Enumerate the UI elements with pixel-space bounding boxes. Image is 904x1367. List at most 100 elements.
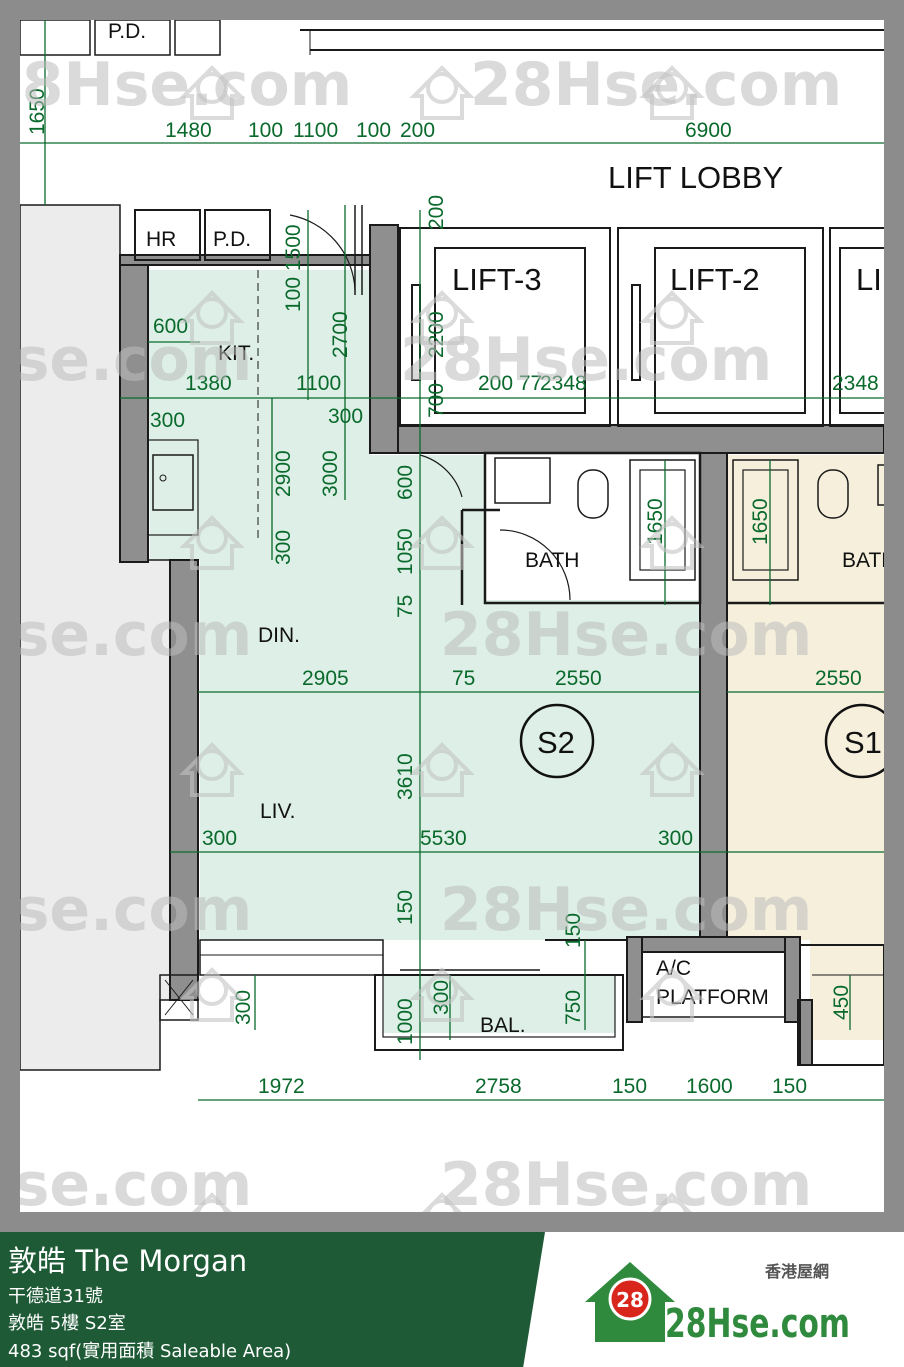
floor-plan: 1480 100 1100 100 200 6900 1650 600 1380… (20, 20, 884, 1212)
unit-s1-label: S1 (844, 725, 882, 760)
lift-2-shaft (617, 227, 824, 427)
balcony-label: BAL. (480, 1014, 526, 1037)
watermark: 28Hse.com (400, 325, 772, 395)
wall-party (699, 452, 728, 951)
neighbor-wc (817, 469, 849, 519)
bath-label: BATH (525, 549, 579, 572)
dim-3610: 3610 (394, 753, 417, 800)
watermark-house-icon (179, 515, 245, 570)
footer-info-panel: 敦皓 The Morgan 干德道31號 敦皓 5樓 S2室 483 sqf(實… (0, 1232, 545, 1367)
logo-subtitle: 香港屋網 (765, 1262, 830, 1281)
watermark-house-icon (409, 515, 475, 570)
watermark-house-icon (409, 290, 475, 345)
dim-2348b: 2348 (832, 372, 879, 395)
dim-bottom-1972: 1972 (258, 1075, 305, 1098)
watermark-layer: 28Hse.com 28Hse.com 28Hse.com 28Hse.com … (20, 50, 842, 1212)
dim-300r: 300 (658, 827, 693, 850)
dim-bottom-2758: 2758 (475, 1075, 522, 1098)
unit-s2-marker (519, 703, 595, 779)
dim-2550b: 2550 (815, 667, 862, 690)
watermark: 28Hse.com (440, 600, 812, 670)
watermark-house-icon (422, 1192, 462, 1212)
dim-450: 450 (830, 985, 853, 1020)
property-title: 敦皓 The Morgan (8, 1244, 248, 1278)
logo-badge-icon (608, 1277, 652, 1321)
lift-3-label: LIFT-3 (452, 262, 542, 297)
dim-2700: 2700 (329, 311, 352, 358)
neighbor-balcony (799, 944, 884, 1066)
dim-1650b: 1650 (749, 498, 772, 545)
watermark-badge-layer (179, 65, 705, 1212)
dim-1100: 1100 (296, 372, 341, 395)
watermark-house-icon (639, 65, 705, 120)
watermark: 28Hse.com (20, 875, 252, 945)
watermark-house-icon (409, 742, 475, 797)
pd-label: P.D. (213, 228, 251, 251)
watermark-house-icon (192, 1192, 232, 1212)
dim-75v: 75 (394, 595, 417, 618)
lift-1-car (839, 247, 884, 414)
dim-top-200: 200 (400, 119, 435, 142)
dim-200-77: 200 77 (478, 372, 542, 395)
listing-footer: 敦皓 The Morgan 干德道31號 敦皓 5樓 S2室 483 sqf(實… (0, 1232, 904, 1367)
dim-1000: 1000 (394, 998, 417, 1045)
lift-2-door (631, 284, 641, 381)
dim-150b: 150 (562, 913, 585, 948)
logo-text: 28Hse.com (665, 1301, 850, 1347)
dim-1650a: 1650 (644, 498, 667, 545)
living-label: LIV. (260, 800, 295, 823)
dim-300a: 300 (150, 409, 185, 432)
dimension-lines (20, 20, 884, 1101)
ac-label: A/C (656, 957, 691, 980)
kitchen-label: KIT. (218, 342, 254, 365)
watermark-house-icon (179, 290, 245, 345)
dim-300v: 300 (272, 530, 295, 565)
wall-lift-left (369, 224, 399, 454)
dim-2905: 2905 (302, 667, 349, 690)
watermark-house-icon (652, 1192, 692, 1212)
bath-wc (577, 469, 609, 519)
wall-ac-left (626, 936, 643, 1023)
bathtub (629, 459, 696, 581)
watermark-house-icon (639, 742, 705, 797)
dim-2900: 2900 (272, 450, 295, 497)
lift-lobby-label: LIFT LOBBY (608, 160, 783, 195)
window-bottom (199, 939, 384, 976)
dim-bottom-150a: 150 (612, 1075, 647, 1098)
dim-150a: 150 (394, 890, 417, 925)
watermark: 28Hse.com (20, 325, 252, 395)
dim-2550a: 2550 (555, 667, 602, 690)
dim-bottom-1600: 1600 (686, 1075, 733, 1098)
watermark: 28Hse.com (20, 600, 252, 670)
wall-lift-bottom (369, 424, 884, 454)
top-box-right (174, 20, 221, 56)
top-box-left (20, 20, 91, 56)
neighbor-unit-area (727, 455, 884, 1040)
wall-left-kitchen (119, 261, 149, 563)
watermark-house-icon (639, 967, 705, 1022)
top-pd-label: P.D. (108, 20, 146, 43)
dim-200v: 200 (425, 195, 448, 230)
watermark-house-icon (179, 65, 245, 120)
dim-600v: 600 (394, 465, 417, 500)
dim-top-1100: 1100 (293, 119, 338, 142)
bath-wall (483, 451, 702, 605)
dim-300d: 300 (430, 980, 453, 1015)
unit-s1-marker (824, 703, 884, 779)
ac-platform-box (641, 951, 786, 1018)
unit-s2-label: S2 (537, 725, 575, 760)
kitchen-counter (147, 439, 199, 536)
dim-3000: 3000 (319, 450, 342, 497)
site-logo[interactable]: 28 28Hse.com (580, 1257, 860, 1347)
dim-750: 750 (562, 990, 585, 1025)
property-unit: 敦皓 5樓 S2室 (8, 1313, 126, 1334)
lift-3-car (434, 247, 586, 414)
watermark-house-icon (409, 65, 475, 120)
property-address: 干德道31號 (8, 1286, 103, 1307)
lift-2-label: LIFT-2 (670, 262, 760, 297)
watermark-house-icon (409, 967, 475, 1022)
watermark-house-icon (179, 742, 245, 797)
watermark-house-icon (639, 515, 705, 570)
pd-box (204, 209, 271, 261)
dining-label: DIN. (258, 624, 300, 647)
